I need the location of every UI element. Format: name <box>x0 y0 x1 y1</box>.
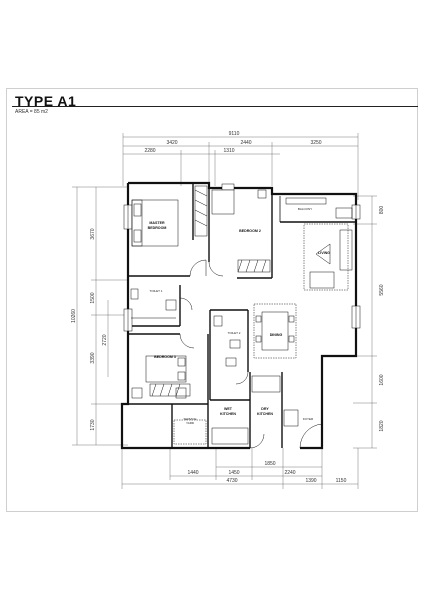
label-service-yard-1: SERVICE <box>183 417 196 421</box>
label-dining: DINING <box>270 333 283 337</box>
dim-left-3: 3390 <box>90 352 96 363</box>
plan-title: TYPE A1 <box>15 93 77 109</box>
plan-area: AREA = 85 m2 <box>15 109 48 115</box>
label-master-bedroom-2: BEDROOM <box>148 226 167 230</box>
furniture <box>130 185 353 445</box>
dim-top-4: 2280 <box>144 148 155 154</box>
dim-left-2: 1500 <box>90 292 96 303</box>
dim-top-3: 3250 <box>310 140 321 146</box>
label-bedroom-3: BEDROOM 3 <box>154 355 176 359</box>
dim-left-inner: 2720 <box>102 334 108 345</box>
windows <box>123 183 361 332</box>
dim-bottom-2: 2240 <box>284 470 295 476</box>
label-bedroom-2: BEDROOM 2 <box>239 229 261 233</box>
label-wet-kitchen-1: WET <box>224 407 233 411</box>
dim-bottom-6: 1390 <box>305 478 316 484</box>
sheet-frame <box>6 88 418 512</box>
label-toilet-2: TOILET 2 <box>228 331 241 335</box>
dim-top-5: 1310 <box>223 148 234 154</box>
dim-top-overall: 9110 <box>229 131 240 137</box>
dim-top-1: 3420 <box>166 140 177 146</box>
label-dry-kitchen-2: KITCHEN <box>257 412 273 416</box>
label-toilet-1: TOILET 1 <box>150 289 163 293</box>
label-dry-kitchen-1: DRY <box>261 407 269 411</box>
doors <box>179 259 323 449</box>
dim-right-3: 1600 <box>379 374 385 385</box>
dim-left-overall: 10260 <box>71 309 77 323</box>
label-balcony: BALCONY <box>298 207 312 211</box>
dim-right-2: 5560 <box>379 284 385 295</box>
label-living: LIVING <box>318 251 330 255</box>
title-rule <box>12 106 418 107</box>
dim-left-1: 3670 <box>90 228 96 239</box>
dim-bottom-3: 1440 <box>187 470 198 476</box>
label-service-yard-2: YARD <box>186 421 195 425</box>
dim-bottom-1: 1850 <box>264 461 275 467</box>
label-master-bedroom-1: MASTER <box>149 221 165 225</box>
dim-right-4: 1820 <box>379 420 385 431</box>
dim-bottom-4: 1450 <box>228 470 239 476</box>
dim-left-4: 1730 <box>90 419 96 430</box>
dim-right-1: 800 <box>379 206 385 215</box>
label-wet-kitchen-2: KITCHEN <box>220 412 236 416</box>
dim-bottom-7: 1150 <box>336 478 347 484</box>
dim-top-2: 2440 <box>240 140 251 146</box>
dim-bottom-5: 4730 <box>226 478 237 484</box>
label-foyer: FOYER <box>303 417 314 421</box>
